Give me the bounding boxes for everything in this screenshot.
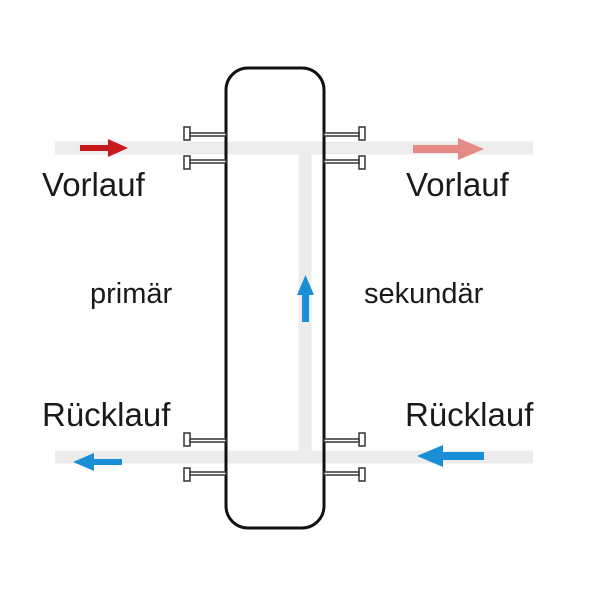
label-vorlauf-primary: Vorlauf — [42, 166, 145, 203]
arrow-right-icon — [80, 139, 128, 157]
separator-vessel — [224, 66, 326, 530]
pipe-flange-icon — [183, 126, 366, 482]
label-primaer: primär — [90, 278, 173, 310]
arrow-up-icon — [297, 275, 314, 322]
label-ruecklauf-secondary: Rücklauf — [405, 396, 534, 433]
label-vorlauf-secondary: Vorlauf — [406, 166, 509, 203]
label-ruecklauf-primary: Rücklauf — [42, 396, 171, 433]
arrow-right-light-icon — [413, 138, 484, 160]
arrow-left-large-icon — [417, 445, 484, 467]
label-sekundaer: sekundär — [364, 278, 484, 310]
arrow-left-icon — [73, 453, 122, 471]
